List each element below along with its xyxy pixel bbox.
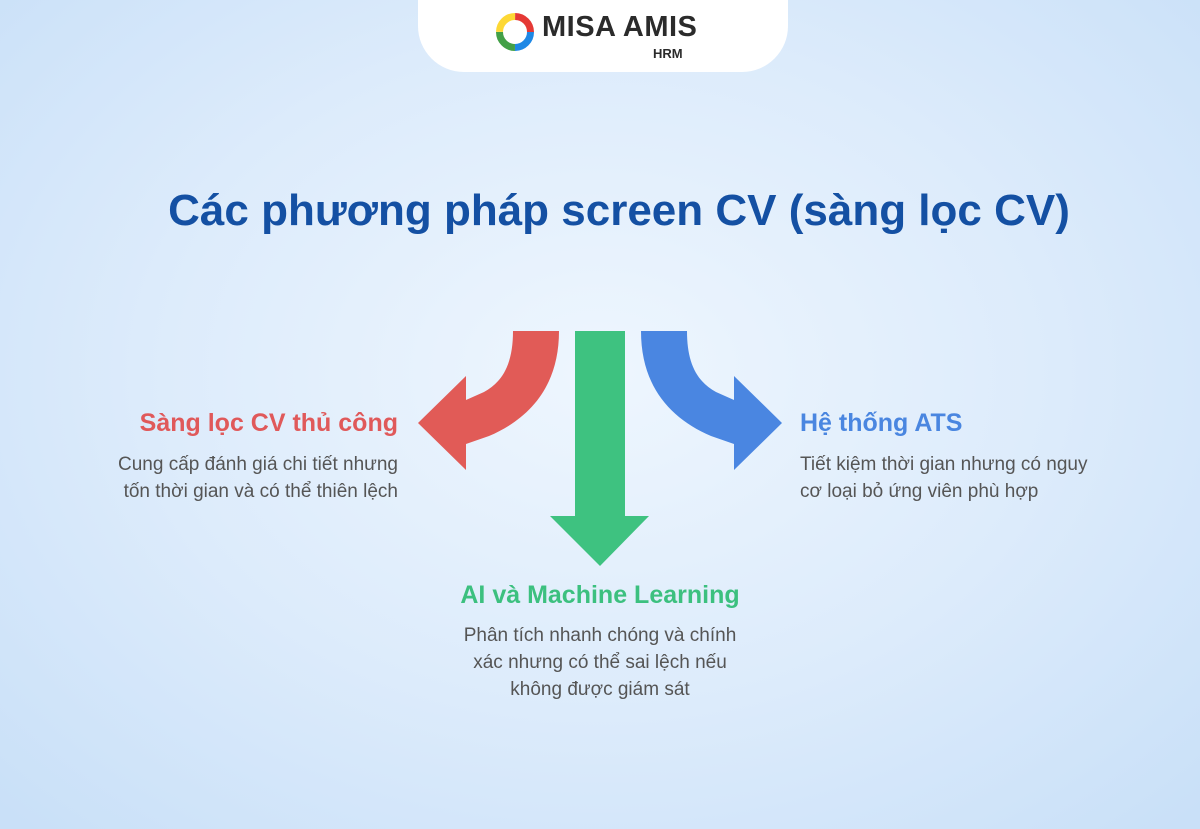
method-heading-ats: Hệ thống ATS xyxy=(800,409,963,437)
logo-header-tab xyxy=(418,0,788,72)
logo-brand-text: MISA AMIS xyxy=(542,11,698,43)
logo-product-text: HRM xyxy=(653,46,683,61)
method-description-ai: Phân tích nhanh chóng và chính xác nhưng… xyxy=(463,625,737,700)
page-title: Các phương pháp screen CV (sàng lọc CV) xyxy=(168,186,1070,235)
middle-down-arrow xyxy=(550,331,649,566)
method-heading-manual: Sàng lọc CV thủ công xyxy=(139,409,398,437)
misa-logo-icon xyxy=(496,13,534,51)
method-heading-ai: AI và Machine Learning xyxy=(460,581,740,609)
method-description-manual: Cung cấp đánh giá chi tiết nhưng tốn thờ… xyxy=(118,454,398,502)
left-curved-arrow xyxy=(418,331,559,470)
method-description-ats: Tiết kiệm thời gian nhưng có nguy cơ loạ… xyxy=(800,454,1088,502)
right-curved-arrow xyxy=(641,331,782,470)
